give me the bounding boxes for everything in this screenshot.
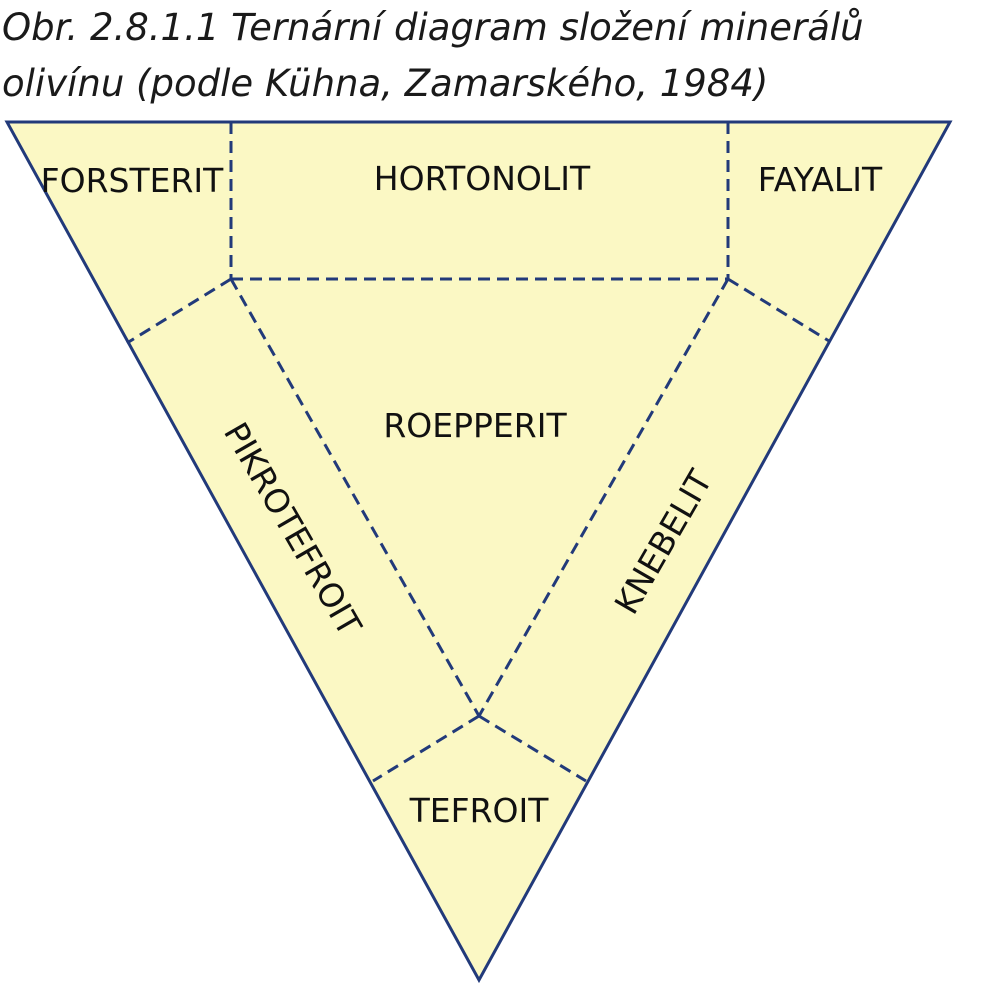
label-tefroit: TEFROIT (409, 791, 550, 830)
caption-line-2: olivínu (podle Kühna, Zamarského, 1984) (2, 62, 769, 105)
label-hortonolit: HORTONOLIT (374, 159, 591, 198)
caption-line-1: Obr. 2.8.1.1 Ternární diagram složení mi… (2, 6, 864, 49)
triangle-outline (4, 120, 953, 984)
divider-pikrotefroit-roepperit (229, 278, 481, 717)
label-forsterit: FORSTERIT (41, 161, 225, 200)
divider-knebelit-tefroit (478, 714, 587, 783)
divider-fayalit-knebelit (727, 277, 830, 343)
label-fayalit: FAYALIT (758, 160, 883, 199)
region-dividers (126, 122, 830, 783)
divider-pikrotefroit-tefroit (372, 714, 480, 783)
figure-caption: Obr. 2.8.1.1 Ternární diagram složení mi… (2, 0, 1003, 112)
divider-roepperit-knebelit (477, 278, 730, 717)
label-roepperit: ROEPPERIT (383, 406, 567, 445)
divider-forsterit-pikrotefroit (126, 277, 232, 345)
